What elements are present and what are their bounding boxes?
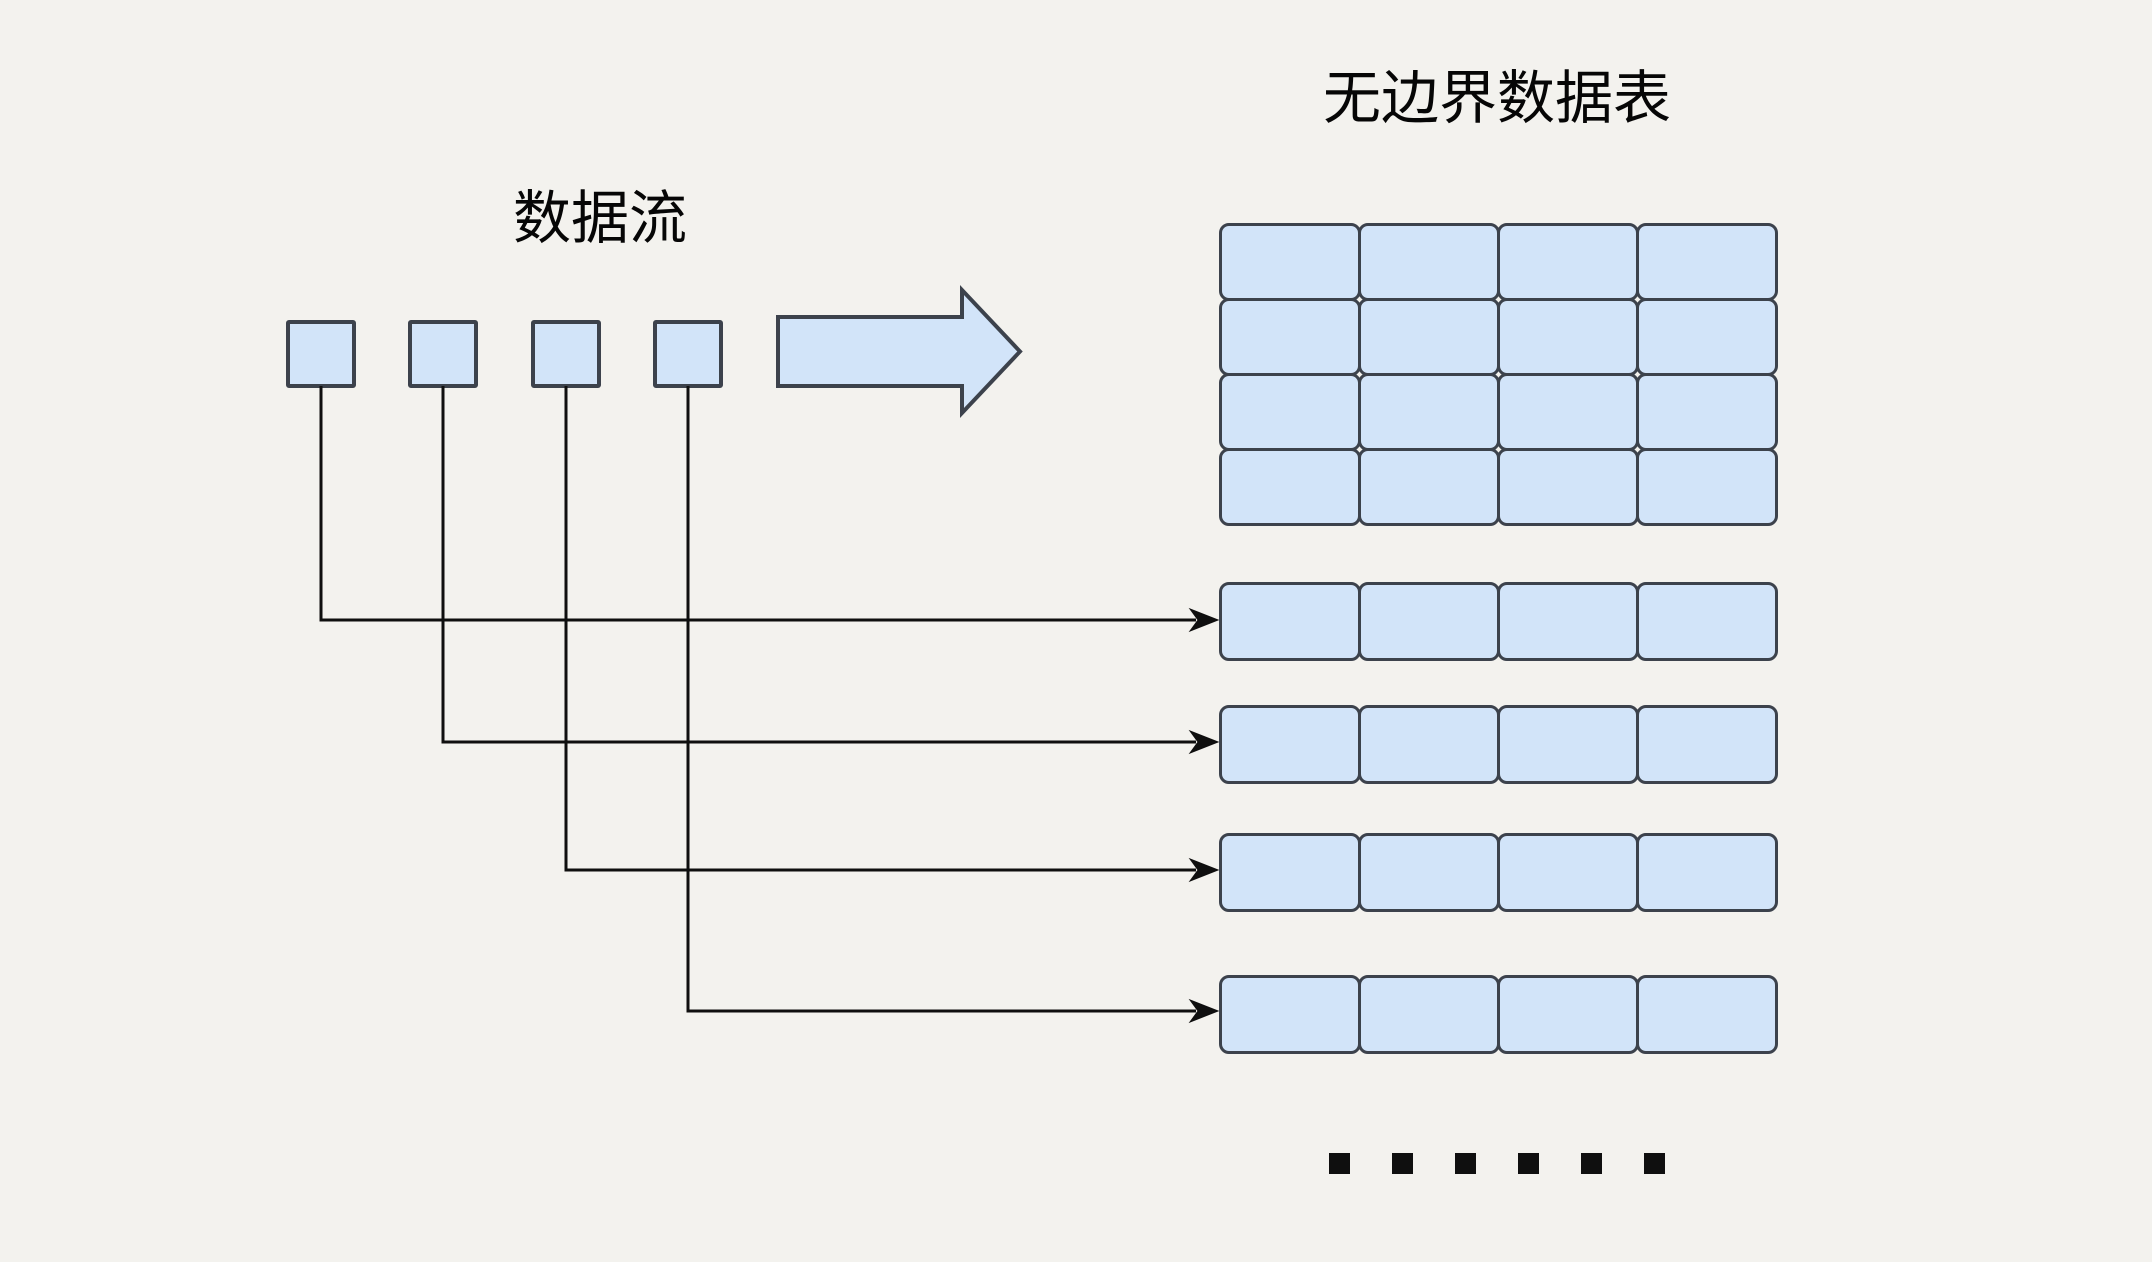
flow-arrow-shape (776, 284, 1023, 419)
row-cell (1636, 705, 1778, 784)
stream-square (652, 320, 723, 388)
ellipsis-dot (1392, 1153, 1413, 1174)
row-cell (1358, 975, 1500, 1054)
grid-cell (1636, 373, 1778, 451)
ellipsis-dot (1581, 1153, 1602, 1174)
row-cell (1219, 705, 1361, 784)
grid-cell (1497, 298, 1639, 376)
connector-4 (686, 386, 1220, 1024)
grid-cell (1219, 223, 1361, 301)
stream-squares (286, 320, 723, 388)
grid-cell (1358, 298, 1500, 376)
row-cell (1497, 705, 1639, 784)
ellipsis-dot (1518, 1153, 1539, 1174)
table-row (1219, 975, 1778, 1054)
ellipsis-dot (1455, 1153, 1476, 1174)
row-cell (1219, 975, 1361, 1054)
row-cell (1497, 833, 1639, 912)
grid-cell (1497, 373, 1639, 451)
connector-2 (441, 386, 1220, 755)
row-cell (1636, 975, 1778, 1054)
grid-cell (1636, 223, 1778, 301)
ellipsis-dots (1329, 1153, 1665, 1174)
row-cell (1497, 975, 1639, 1054)
stream-square (530, 320, 601, 388)
stream-square (408, 320, 479, 388)
grid-cell (1497, 448, 1639, 526)
unbounded-table-title: 无边界数据表 (1322, 66, 1672, 131)
row-cell (1497, 582, 1639, 661)
grid-cell (1358, 373, 1500, 451)
row-cell (1358, 582, 1500, 661)
row-cell (1636, 582, 1778, 661)
ellipsis-dot (1644, 1153, 1665, 1174)
stream-square (286, 320, 356, 388)
connector-3 (564, 386, 1220, 883)
data-stream-title: 数据流 (512, 186, 688, 251)
flow-arrow-icon (776, 284, 1023, 419)
connector-1 (319, 386, 1220, 633)
grid-cell (1358, 448, 1500, 526)
grid-cell (1358, 223, 1500, 301)
row-cell (1636, 833, 1778, 912)
grid-cell (1636, 298, 1778, 376)
row-cell (1219, 833, 1361, 912)
row-cell (1219, 582, 1361, 661)
row-cell (1358, 705, 1500, 784)
grid-cell (1497, 223, 1639, 301)
row-cell (1358, 833, 1500, 912)
grid-cell (1219, 298, 1361, 376)
grid-cell (1219, 373, 1361, 451)
grid-cell (1636, 448, 1778, 526)
unbounded-table-grid (1219, 223, 1778, 526)
table-row (1219, 582, 1778, 661)
table-row (1219, 705, 1778, 784)
ellipsis-dot (1329, 1153, 1350, 1174)
table-row (1219, 833, 1778, 912)
grid-cell (1219, 448, 1361, 526)
